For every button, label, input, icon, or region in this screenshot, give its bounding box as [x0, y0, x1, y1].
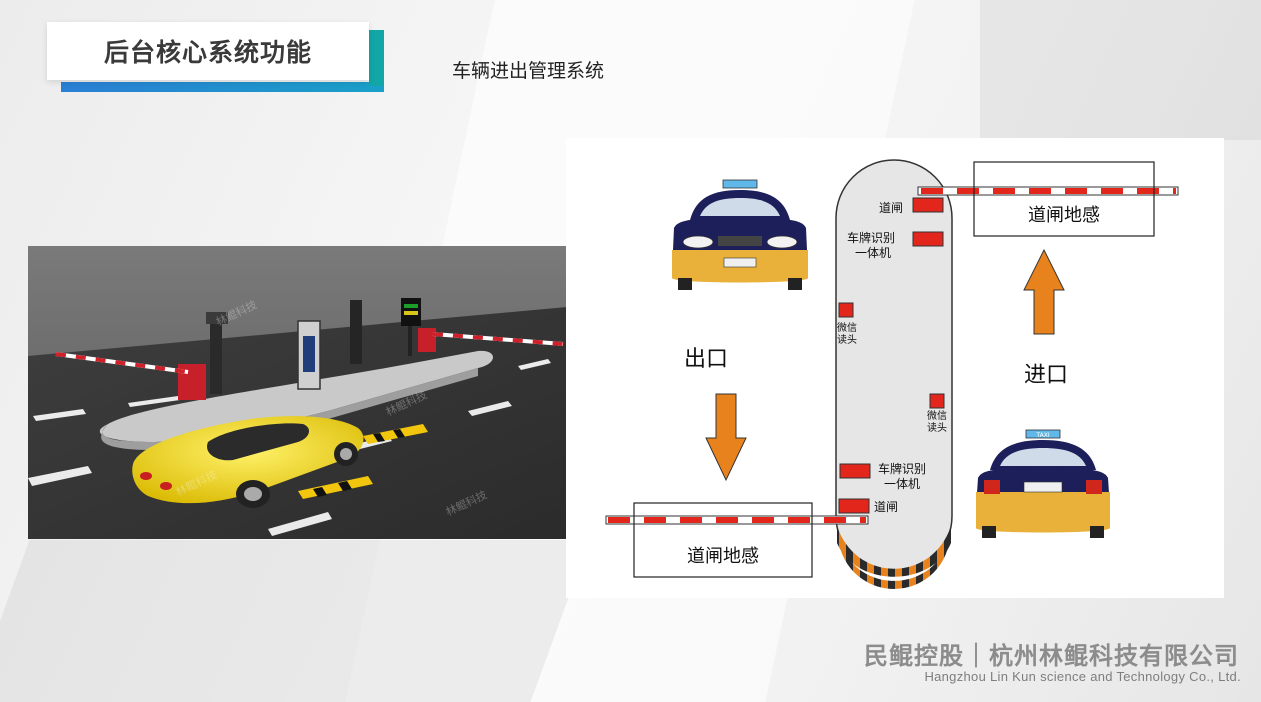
lpr-label-bottom: 车牌识别: [878, 461, 926, 476]
wechat-label-right: 微信: [927, 409, 947, 422]
parking-gate-illustration: 林鲲科技 林鲲科技 林鲲科技 林鲲科技: [28, 246, 578, 539]
barrier-label-bottom: 道闸: [874, 500, 898, 514]
exit-arrow-icon: [705, 393, 747, 482]
entry-label: 进口: [1024, 363, 1068, 388]
barrier-label-top: 道闸: [879, 201, 903, 215]
yellow-sports-car: [132, 416, 364, 508]
exit-gate-sensor-label: 道闸地感: [687, 546, 759, 567]
traffic-flow-diagram: 道闸地感 道闸地感 道闸 车牌识别 一体机 微信 读头 微信 读头 车牌识别 一…: [566, 138, 1224, 598]
exit-label: 出口: [684, 347, 728, 372]
title-box: 后台核心系统功能: [47, 22, 369, 80]
title-underline: [61, 82, 384, 92]
parking-scene: 林鲲科技 林鲲科技 林鲲科技 林鲲科技: [28, 246, 578, 539]
barrier-device-top: [912, 197, 944, 213]
background-panel: [0, 540, 590, 702]
lpr-device-bottom: [839, 463, 871, 479]
lpr-label-top: 车牌识别: [847, 230, 895, 245]
taxi-sign-text: TAXI: [1035, 432, 1049, 439]
lpr-label-bottom: 一体机: [884, 477, 920, 491]
exit-gate-sensor-box: [633, 502, 813, 578]
exit-barrier-arm: [605, 515, 869, 525]
lpr-device-top: [912, 231, 944, 247]
lpr-label-top: 一体机: [855, 246, 891, 260]
page-subtitle: 车辆进出管理系统: [452, 60, 605, 82]
company-name-cn: 民鲲控股｜杭州林鲲科技有限公司: [864, 642, 1239, 670]
central-island: [835, 159, 953, 589]
entry-barrier-arm: [917, 186, 1179, 196]
background-panel: [980, 0, 1261, 140]
barrier-device-bottom: [838, 498, 870, 514]
wechat-label-right: 读头: [927, 421, 947, 434]
title-accent: [369, 30, 384, 86]
flow-diagram-svg: 道闸地感 道闸地感 道闸 车牌识别 一体机 微信 读头 微信 读头 车牌识别 一…: [605, 159, 1179, 589]
taxi-exit: [672, 179, 808, 290]
company-name-en: Hangzhou Lin Kun science and Technology …: [924, 669, 1241, 684]
wechat-reader-left: [838, 302, 854, 318]
wechat-label-left: 微信: [837, 321, 857, 334]
wechat-label-left: 读头: [837, 333, 857, 346]
entry-gate-sensor-label: 道闸地感: [1028, 205, 1100, 226]
wechat-reader-right: [929, 393, 945, 409]
page-title: 后台核心系统功能: [103, 38, 312, 67]
entry-arrow-icon: [1023, 248, 1065, 335]
entry-gate-sensor-box: [973, 161, 1155, 237]
taxi-entry: TAXI: [976, 429, 1110, 538]
